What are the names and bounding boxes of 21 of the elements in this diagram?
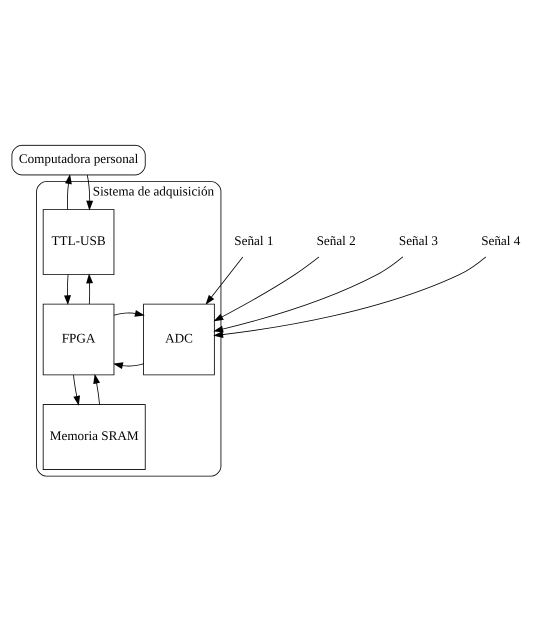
arrow — [93, 373, 100, 404]
arrow — [64, 274, 71, 305]
arrow — [213, 256, 320, 321]
node-box: Memoria SRAM — [42, 404, 146, 470]
arrow — [114, 310, 145, 316]
arrow — [213, 256, 404, 332]
node-text: Señal 3 — [398, 232, 438, 248]
node-text: Señal 1 — [234, 232, 274, 248]
arrow — [86, 272, 94, 304]
node-text: Señal 2 — [316, 232, 356, 248]
node-box: Computadora personal — [12, 144, 146, 175]
arrow — [73, 374, 80, 406]
node-text: Señal 4 — [481, 232, 520, 248]
arrow — [113, 362, 144, 369]
node-box: ADC — [143, 303, 215, 375]
arrow — [213, 256, 486, 338]
node-box: FPGA — [42, 303, 114, 375]
arrow — [205, 256, 244, 304]
arrow — [65, 174, 72, 210]
arrow — [86, 174, 94, 210]
node-box: TTL-USB — [42, 208, 114, 274]
